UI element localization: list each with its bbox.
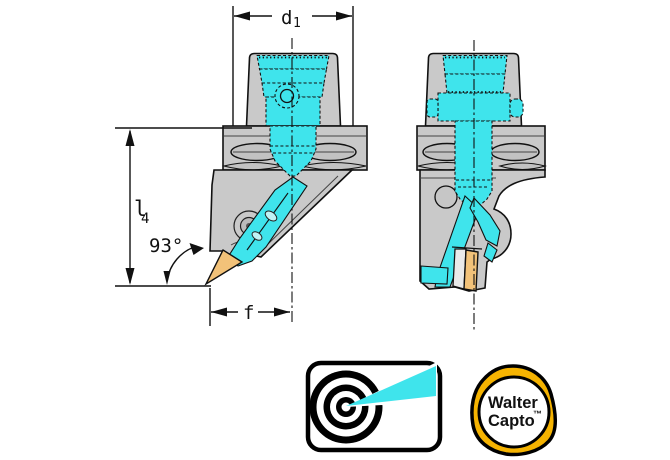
side-ear-right bbox=[509, 98, 524, 118]
front-arm-screw2 bbox=[251, 231, 263, 241]
trademark-symbol: ™ bbox=[533, 409, 542, 419]
d1-label: d bbox=[281, 7, 292, 29]
front-insert bbox=[204, 248, 244, 286]
walter-text: Walter bbox=[488, 394, 538, 412]
dimension-l4: l 4 bbox=[115, 127, 252, 287]
capto-text: Capto bbox=[488, 412, 535, 430]
f-label: f bbox=[243, 302, 254, 324]
front-lower-slot-right bbox=[301, 161, 367, 171]
front-coupling-band bbox=[258, 68, 328, 84]
side-coupling-top bbox=[442, 54, 508, 75]
l4-arrow-bottom bbox=[125, 268, 135, 285]
dimension-f: f bbox=[209, 288, 290, 326]
side-insert bbox=[463, 249, 479, 292]
side-coupling-band bbox=[444, 73, 506, 94]
front-arm-line bbox=[246, 192, 289, 251]
side-channel-right bbox=[469, 196, 501, 247]
dimension-angle: 93° bbox=[149, 235, 204, 285]
l4-arrow-top bbox=[125, 129, 135, 146]
l4-label-sub: 4 bbox=[141, 211, 149, 227]
d1-arrow-right bbox=[336, 11, 352, 21]
dimension-d1: d 1 bbox=[232, 6, 354, 126]
side-ear-left bbox=[426, 98, 439, 118]
side-clamp-line bbox=[451, 246, 483, 250]
side-channel-bit bbox=[483, 242, 498, 263]
d1-arrow-left bbox=[234, 11, 250, 21]
front-arm-screw1 bbox=[264, 210, 278, 222]
l4-label: l bbox=[134, 197, 147, 221]
angle-arrow-bottom bbox=[163, 271, 171, 285]
front-view bbox=[204, 38, 368, 325]
angle-arrow-top bbox=[189, 243, 204, 255]
f-arrow-left bbox=[211, 307, 227, 317]
beam-shape bbox=[346, 366, 436, 406]
f-arrow-right bbox=[274, 307, 290, 317]
side-lower-slot-right bbox=[498, 162, 548, 171]
capto-inner-circle bbox=[477, 375, 551, 449]
side-body-hole bbox=[434, 185, 458, 209]
front-coolant-bore bbox=[279, 88, 295, 104]
side-channel-strip bbox=[420, 265, 449, 285]
angle-label: 93° bbox=[149, 235, 183, 257]
side-view bbox=[416, 40, 548, 330]
d1-label-sub: 1 bbox=[293, 16, 301, 31]
walter-capto-logo: Walter Capto ™ bbox=[470, 364, 557, 457]
front-head-edge-line bbox=[267, 175, 339, 245]
front-center-column bbox=[269, 125, 317, 177]
bullseye-beam-icon bbox=[305, 360, 443, 453]
